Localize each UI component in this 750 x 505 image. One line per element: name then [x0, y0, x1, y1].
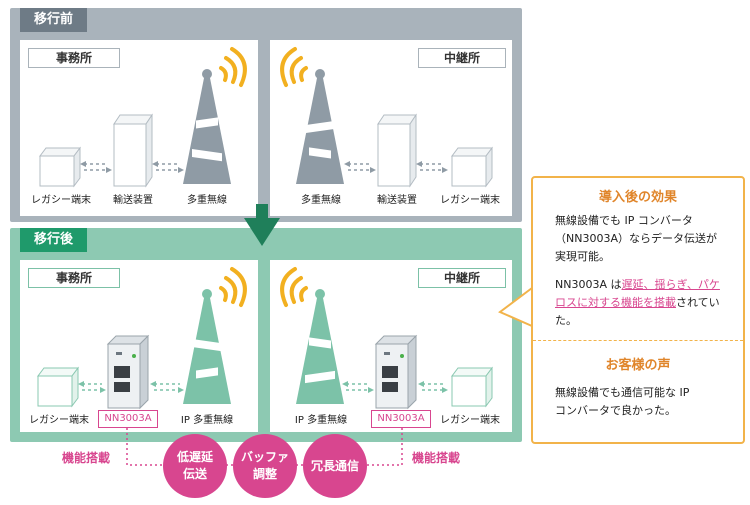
callout-divider [533, 340, 743, 341]
function-label-left: 機能搭載 [62, 451, 111, 465]
function-label-right: 機能搭載 [412, 451, 461, 465]
caption-legacy-terminal: レガシー端末 [440, 195, 500, 206]
voice-text: 無線設備でも通信可能な IP コンバータで良かった。 [555, 386, 690, 417]
nn3003a-device-icon [374, 334, 418, 410]
caption-radio: 多重無線 [187, 195, 227, 206]
legacy-terminal-icon [451, 146, 493, 188]
after-panel-tag: 移行後 [20, 228, 88, 252]
connection-lines [78, 381, 184, 393]
before-relay-label: 中継所 [418, 48, 506, 68]
callout-pointer [498, 286, 535, 328]
nn3003a-label: NN3003A [98, 410, 158, 428]
transport-device-icon [113, 113, 153, 188]
after-office-label: 事務所 [28, 268, 120, 288]
feature-low-latency: 低遅延伝送 [163, 434, 227, 498]
connection-lines [80, 161, 184, 173]
signal-waves-icon [219, 267, 247, 307]
caption-ip-radio: IP 多重無線 [180, 415, 234, 426]
feature-line2: 伝送 [182, 467, 207, 481]
caption-legacy-terminal: レガシー端末 [440, 415, 500, 426]
signal-waves-icon [219, 47, 247, 87]
nn3003a-label: NN3003A [371, 410, 431, 428]
effect2-highlight: 遅延、揺らぎ、パケロスに対する機能を搭載 [555, 278, 720, 309]
legacy-terminal-icon [39, 146, 81, 188]
effect2-suffix: されていた。 [555, 296, 720, 327]
caption-ip-radio: IP 多重無線 [294, 415, 348, 426]
before-panel-tag: 移行前 [20, 8, 88, 32]
radio-tower-icon [296, 289, 344, 404]
effect-text: 無線設備でも IP コンバータ（NN3003A）ならデータ伝送が実現可能。 [555, 214, 717, 263]
caption-legacy-terminal: レガシー端末 [29, 415, 89, 426]
radio-tower-icon [183, 289, 231, 404]
radio-tower-icon [296, 69, 344, 184]
connection-lines [344, 161, 448, 173]
feature-line1: 低遅延 [176, 450, 213, 464]
effect2-prefix: NN3003A は [555, 278, 622, 291]
migration-arrow-icon [244, 204, 280, 246]
radio-tower-icon [183, 69, 231, 184]
nn3003a-device-icon [106, 334, 150, 410]
connection-lines [342, 381, 448, 393]
caption-legacy-terminal: レガシー端末 [31, 195, 91, 206]
caption-radio: 多重無線 [301, 195, 341, 206]
feature-line1: バッファ [240, 450, 289, 464]
feature-buffer-adjust: バッファ調整 [233, 434, 297, 498]
caption-transport-device: 輸送装置 [377, 195, 417, 206]
signal-waves-icon [280, 47, 308, 87]
legacy-terminal-icon [451, 366, 493, 408]
transport-device-icon [377, 113, 417, 188]
function-connectors [126, 428, 403, 466]
legacy-terminal-icon [37, 366, 79, 408]
feature-redundant-comm: 冗長通信 [303, 434, 367, 498]
result-callout: 導入後の効果 無線設備でも IP コンバータ（NN3003A）ならデータ伝送が実… [531, 176, 745, 444]
caption-transport-device: 輸送装置 [113, 195, 153, 206]
after-relay-label: 中継所 [418, 268, 506, 288]
signal-waves-icon [280, 267, 308, 307]
voice-title: お客様の声 [605, 358, 671, 373]
feature-line1: 冗長通信 [310, 458, 359, 473]
effect2-text: NN3003A は遅延、揺らぎ、パケロスに対する機能を搭載されていた。 [555, 276, 725, 330]
before-office-label: 事務所 [28, 48, 120, 68]
feature-line2: 調整 [252, 467, 277, 481]
effect-title: 導入後の効果 [598, 190, 677, 205]
